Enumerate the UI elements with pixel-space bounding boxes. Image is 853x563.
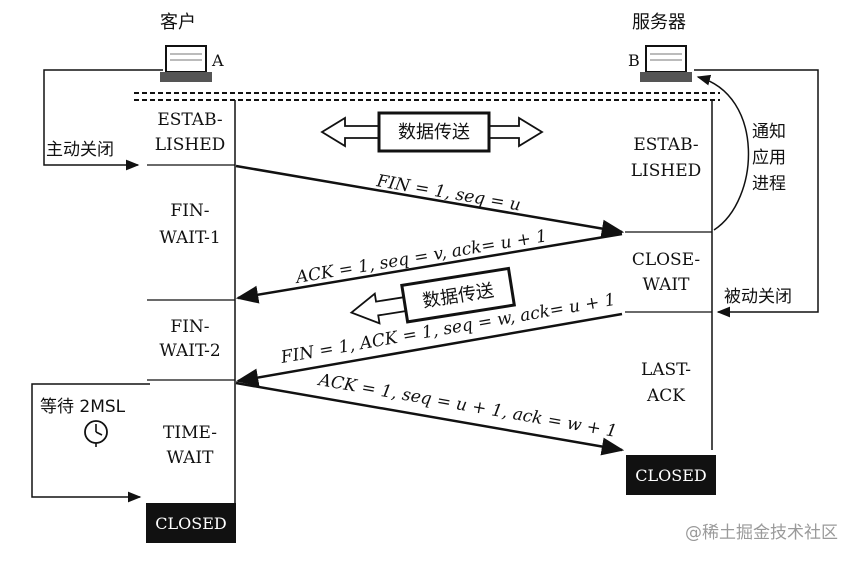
server-state-label: ESTAB- xyxy=(633,135,698,155)
server-state-label: ACK xyxy=(646,386,685,406)
notify-app-label: 通知 xyxy=(752,122,786,142)
server-closed-label: CLOSED xyxy=(635,466,706,485)
fin-arrow xyxy=(235,164,625,238)
final-ack-arrow xyxy=(235,381,625,456)
closed-state-box: CLOSED xyxy=(146,503,236,543)
server-title: 服务器 xyxy=(632,12,686,33)
wait-2msl-label: 等待 2MSL xyxy=(40,397,126,417)
server-state-label: CLOSE- xyxy=(632,250,700,270)
active-close-bracket xyxy=(43,69,163,171)
client-title: 客户 xyxy=(160,12,196,33)
server-state-label: LISHED xyxy=(631,161,702,181)
computer-icon xyxy=(640,45,692,82)
client-state-label: ESTAB- xyxy=(157,110,222,130)
server-state-label: WAIT xyxy=(643,275,691,295)
client-state-label: LISHED xyxy=(155,135,226,155)
client-state-label: WAIT xyxy=(167,448,215,468)
notify-app-curve xyxy=(696,74,750,231)
data-transfer-label: 数据传送 xyxy=(398,122,470,143)
passive-close-label: 被动关闭 xyxy=(724,287,792,307)
wait-2msl-bracket xyxy=(31,383,150,503)
message-label: FIN = 1, seq = u xyxy=(374,171,522,215)
client-state-label: FIN- xyxy=(170,317,209,337)
active-close-label: 主动关闭 xyxy=(46,140,114,160)
client-state-label: FIN- xyxy=(170,201,209,221)
watermark: @稀土掘金技术社区 xyxy=(685,523,838,543)
client-host-label: A xyxy=(211,51,224,70)
data-transfer-arrow: 数据传送 xyxy=(349,266,516,325)
client-state-label: WAIT-1 xyxy=(159,228,220,248)
ack-arrow xyxy=(235,232,623,304)
data-transfer-arrow: 数据传送 xyxy=(320,111,544,153)
server-host-label: B xyxy=(628,51,640,70)
client-state-label: TIME- xyxy=(163,423,217,443)
client-state-label: WAIT-2 xyxy=(159,341,220,361)
server-state-label: LAST- xyxy=(641,360,691,380)
clock-icon xyxy=(84,420,108,447)
fin-ack-arrow xyxy=(235,312,623,387)
client-closed-label: CLOSED xyxy=(155,514,226,533)
computer-icon xyxy=(160,45,212,82)
notify-app-label: 进程 xyxy=(752,174,786,194)
notify-app-label: 应用 xyxy=(752,148,786,168)
passive-close-bracket xyxy=(694,69,819,318)
closed-state-box: CLOSED xyxy=(626,455,716,495)
